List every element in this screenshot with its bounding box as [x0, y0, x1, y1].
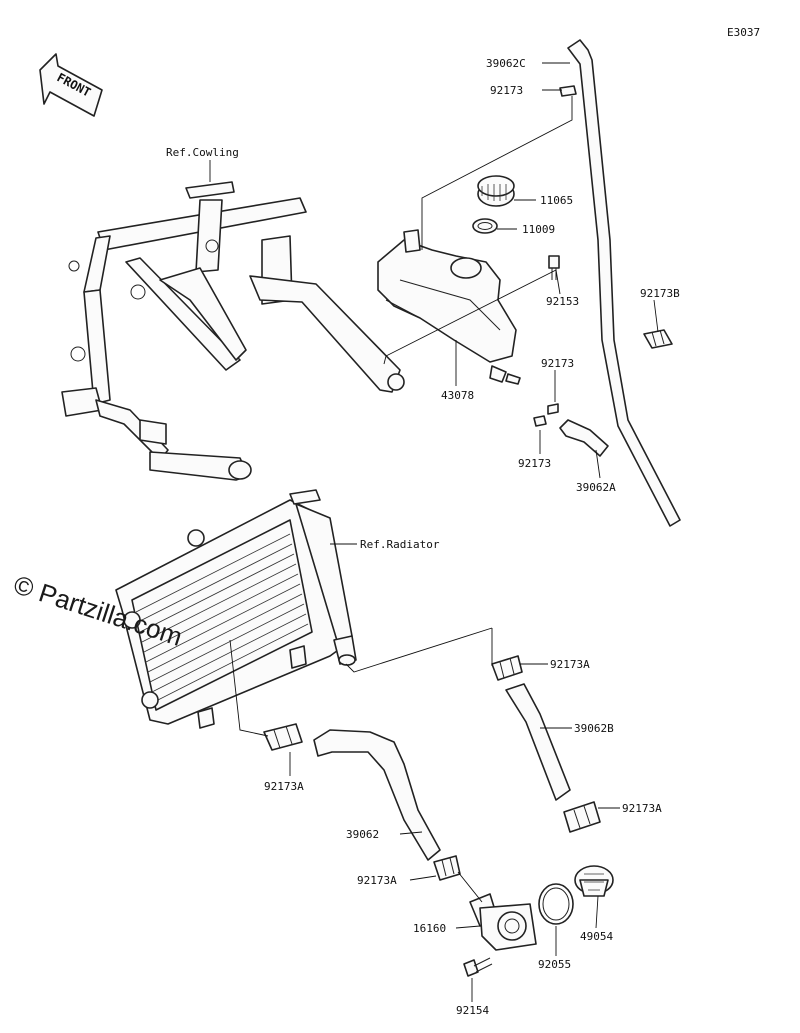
callout-39062c: 39062C: [486, 57, 526, 70]
callout-92173-low: 92173: [518, 457, 551, 470]
diagram-code: E3037: [727, 26, 760, 39]
callout-92153: 92153: [546, 295, 579, 308]
callout-92173a-1: 92173A: [550, 658, 590, 671]
callout-92173-mid: 92173: [541, 357, 574, 370]
radiator-hose-upper: [505, 683, 571, 801]
callout-39062b: 39062B: [574, 722, 614, 735]
clamp-92173a-4: [433, 855, 461, 881]
pump-bolt: [463, 957, 493, 977]
reserve-hose: [533, 403, 609, 457]
clamp-92173a-1: [491, 655, 523, 681]
overflow-hose: [567, 39, 681, 527]
callout-39062a: 39062A: [576, 481, 616, 494]
callout-92154: 92154: [456, 1004, 489, 1017]
leader-lines: [229, 62, 659, 1002]
callout-11065: 11065: [540, 194, 573, 207]
callout-92055: 92055: [538, 958, 571, 971]
hose-clamp-top: [559, 85, 577, 97]
callout-39062: 39062: [346, 828, 379, 841]
thermostat: [574, 865, 614, 897]
cowling-stay-frame: [61, 181, 405, 481]
reserve-tank: [377, 229, 521, 385]
radiator: [115, 489, 357, 729]
clamp-92173b: [643, 329, 673, 349]
cap-gasket: [472, 218, 498, 234]
callout-11009: 11009: [522, 223, 555, 236]
reservoir-cap: [477, 175, 515, 207]
o-ring: [538, 883, 574, 925]
clamp-92173a-2: [263, 723, 303, 751]
callout-92173a-4: 92173A: [357, 874, 397, 887]
front-arrow-icon: FRONT: [39, 53, 103, 117]
callout-92173-top: 92173: [490, 84, 523, 97]
clamp-92173a-3: [563, 801, 601, 833]
water-pump: [469, 893, 537, 951]
callout-49054: 49054: [580, 930, 613, 943]
ref-cowling-label: Ref.Cowling: [166, 146, 239, 159]
callout-92173a-3: 92173A: [622, 802, 662, 815]
callout-92173a-2: 92173A: [264, 780, 304, 793]
ref-radiator-label: Ref.Radiator: [360, 538, 440, 551]
callout-43078: 43078: [441, 389, 474, 402]
callout-16160: 16160: [413, 922, 446, 935]
radiator-hose-lower: [313, 729, 441, 861]
callout-92173b: 92173B: [640, 287, 680, 300]
